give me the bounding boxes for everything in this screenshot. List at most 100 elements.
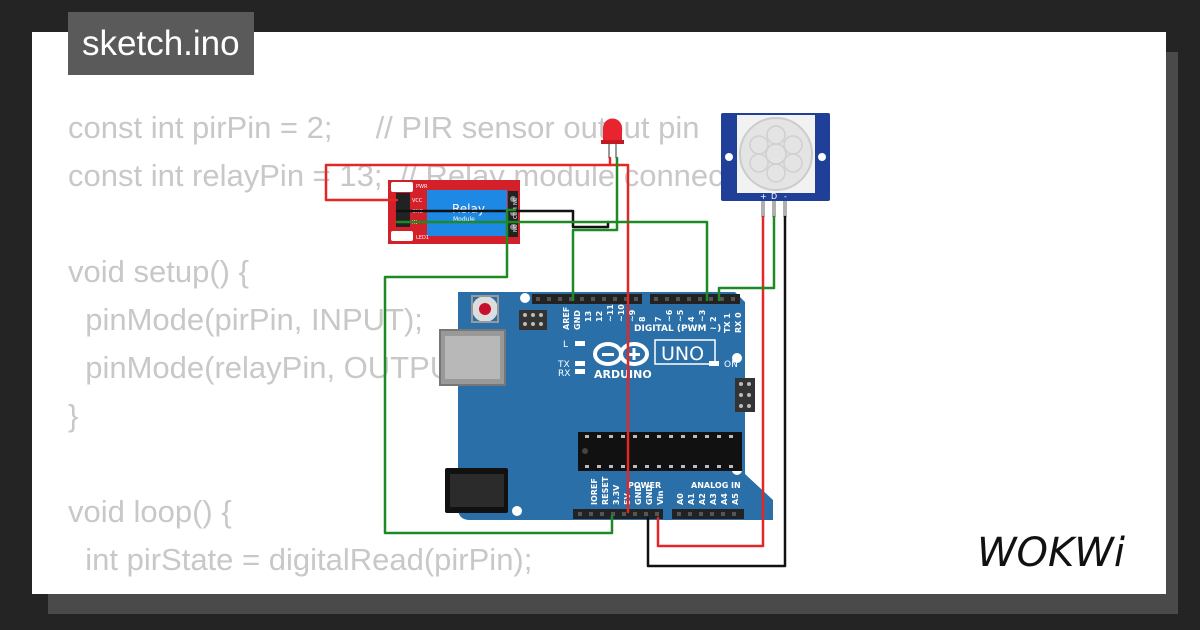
pir-pin (761, 201, 765, 217)
atmega-chip (578, 432, 742, 471)
pin-label: AREF (562, 307, 571, 330)
code-line: pinMode(pirPin, INPUT); (68, 302, 423, 337)
file-tab[interactable]: sketch.ino (68, 12, 254, 75)
pir-pin (783, 201, 787, 217)
arduino-brand: ARDUINO (594, 368, 652, 381)
relay-pin-label: COM (513, 207, 519, 219)
analog-label: ANALOG IN (691, 481, 741, 490)
relay-pwr-led (391, 182, 413, 192)
digital-pin-holes (536, 297, 735, 301)
led-dome-icon (603, 118, 622, 143)
pin-label: GND (634, 485, 643, 505)
usb-port-inner (445, 336, 500, 379)
code-line: void loop() { (68, 494, 232, 529)
digital-header-right (650, 294, 740, 304)
pin-label: 8 (638, 316, 647, 322)
pin-label: 12 (595, 311, 604, 322)
pin-label: 4 (687, 316, 696, 322)
wire-relay-in (395, 220, 709, 302)
mount-hole (512, 506, 522, 516)
infinity-logo-icon (593, 342, 649, 366)
pin-label: GND (645, 485, 654, 505)
pin-label: GND (573, 310, 582, 330)
relay-pin-label: NC (513, 197, 519, 205)
power-header (573, 509, 663, 519)
pir-pin-label: - (784, 192, 787, 201)
terminal-screw (510, 196, 516, 202)
pin-label: A0 (676, 493, 685, 505)
wire-led-to-relay-vcc (324, 156, 612, 202)
pin-label: ~6 (665, 309, 674, 322)
pir-dome-pattern (749, 125, 803, 183)
pin-label: 7 (654, 316, 663, 322)
led-label-l: L (563, 340, 568, 350)
relay-subtitle: Module (453, 216, 475, 223)
pin-label: TX 1 (723, 313, 732, 333)
pir-pin (772, 201, 776, 217)
analog-header (672, 509, 744, 519)
wokwi-logo-text: WOKWi (977, 530, 1125, 576)
infinity-logo-signs (602, 348, 640, 360)
wire-relay-com (383, 208, 614, 535)
code-line: void setup() { (68, 254, 249, 289)
relay-pin-label: NO (513, 224, 519, 232)
pin-label: IOREF (590, 478, 599, 505)
pir-pin-label: + (760, 192, 767, 201)
power-jack-inner (450, 474, 504, 507)
pin-label: A4 (720, 493, 729, 505)
pin-label: A3 (709, 493, 718, 505)
red-led[interactable] (601, 118, 624, 159)
icsp-header-small (519, 310, 547, 330)
pin-label: ~10 (617, 304, 626, 322)
wire-pir-gnd (646, 215, 787, 568)
code-preview: const int pirPin = 2; // PIR sensor outp… (68, 104, 968, 584)
relay-title: Relay (452, 202, 485, 216)
led-label-rx: RX (558, 369, 570, 379)
wire-pir-out (717, 215, 776, 302)
relay-pin-label: LED1 (416, 235, 429, 241)
relay-led1 (391, 231, 413, 241)
pin-label: 3.3V (612, 484, 621, 505)
icsp-header-right (735, 378, 755, 412)
power-pin-holes (578, 512, 736, 516)
led-rim (601, 140, 624, 144)
mount-hole (520, 293, 530, 303)
pin-label: ~3 (698, 310, 707, 322)
pin-label: A1 (687, 493, 696, 505)
arduino-uno-board[interactable]: AREF GND 13 12 ~11 ~10 ~9 8 7 ~6 ~5 4 ~3… (439, 292, 773, 520)
pin-label: ~5 (676, 309, 685, 322)
pir-pin-label: D (771, 192, 777, 201)
digital-label: DIGITAL (PWM ~) (634, 324, 721, 334)
led-label-on: ON (724, 360, 738, 370)
wire-pir-vcc (656, 215, 765, 548)
digital-header-left (532, 294, 642, 304)
pir-sensor[interactable]: + D - (721, 113, 830, 217)
reset-button-cap[interactable] (479, 303, 491, 315)
power-label: POWER (628, 481, 661, 490)
pir-mount-hole (818, 153, 826, 161)
wire-led-signal (571, 156, 619, 302)
pir-dome-icon (739, 117, 813, 191)
terminal-screw (510, 224, 516, 230)
pin-label: Vin (656, 490, 665, 505)
pin-label: 13 (584, 311, 593, 322)
mount-hole (732, 353, 742, 363)
pin-label: 2 (709, 316, 718, 322)
relay-pin-label: VCC (412, 198, 423, 204)
code-line: int pirState = digitalRead(pirPin); (68, 542, 533, 577)
wokwi-logo: WOKWi (977, 530, 1125, 576)
code-line: const int pirPin = 2; // PIR sensor outp… (68, 110, 700, 145)
led-label-tx: TX (557, 360, 570, 370)
pir-mount-hole (725, 153, 733, 161)
pin-label: ~9 (628, 309, 637, 322)
pin-label: A2 (698, 493, 707, 505)
uno-badge (654, 339, 716, 365)
pin-label: ~11 (606, 304, 615, 322)
pin-label: RX 0 (734, 312, 743, 333)
code-line: } (68, 398, 79, 433)
reset-button-frame (471, 295, 499, 323)
relay-pin-label: PWR (416, 184, 428, 190)
pin-label: RESET (601, 476, 610, 505)
arduino-model: UNO (661, 343, 704, 365)
